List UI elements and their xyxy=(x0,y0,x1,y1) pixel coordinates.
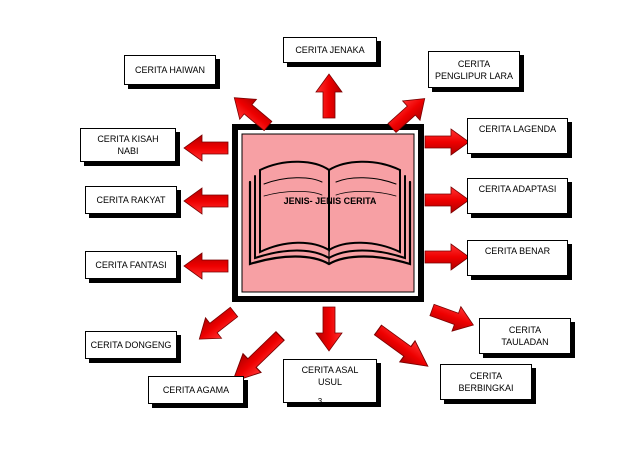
node-cerita-lagenda: CERITA LAGENDA xyxy=(467,118,568,154)
node-cerita-haiwan: CERITA HAIWAN xyxy=(124,55,216,85)
arrow-tauladan xyxy=(427,297,479,338)
node-cerita-tauladan: CERITA TAULADAN xyxy=(479,318,571,354)
arrow-fantasi xyxy=(183,252,229,280)
node-cerita-agama: CERITA AGAMA xyxy=(148,376,244,404)
node-cerita-jenaka: CERITA JENAKA xyxy=(283,37,377,63)
node-cerita-rakyat: CERITA RAKYAT xyxy=(85,186,177,214)
arrow-adaptasi xyxy=(424,186,470,214)
arrow-kisah-nabi xyxy=(183,134,229,162)
node-cerita-benar: CERITA BENAR xyxy=(467,240,568,276)
arrow-jenaka xyxy=(315,73,343,119)
arrow-lagenda xyxy=(424,128,470,156)
arrow-asal-usul xyxy=(315,306,343,352)
center-title: JENIS- JENIS CERITA xyxy=(283,196,377,206)
arrow-dongeng xyxy=(190,301,243,350)
center-panel xyxy=(241,133,415,293)
arrow-benar xyxy=(424,243,470,271)
node-cerita-kisah-nabi: CERITA KISAH NABI xyxy=(80,128,176,162)
node-cerita-fantasi: CERITA FANTASI xyxy=(85,251,177,279)
node-cerita-asal-usul: CERITA ASAL USUL xyxy=(283,359,377,403)
node-cerita-berbingkai: CERITA BERBINGKAI xyxy=(440,364,532,400)
node-cerita-penglipur-lara: CERITA PENGLIPUR LARA xyxy=(428,51,520,88)
node-cerita-adaptasi: CERITA ADAPTASI xyxy=(467,178,568,214)
arrow-rakyat xyxy=(183,187,229,215)
arrow-berbingkai xyxy=(369,318,436,378)
open-book-icon xyxy=(248,160,412,266)
page-number: 3 xyxy=(317,397,323,406)
node-cerita-dongeng: CERITA DONGENG xyxy=(85,331,177,359)
